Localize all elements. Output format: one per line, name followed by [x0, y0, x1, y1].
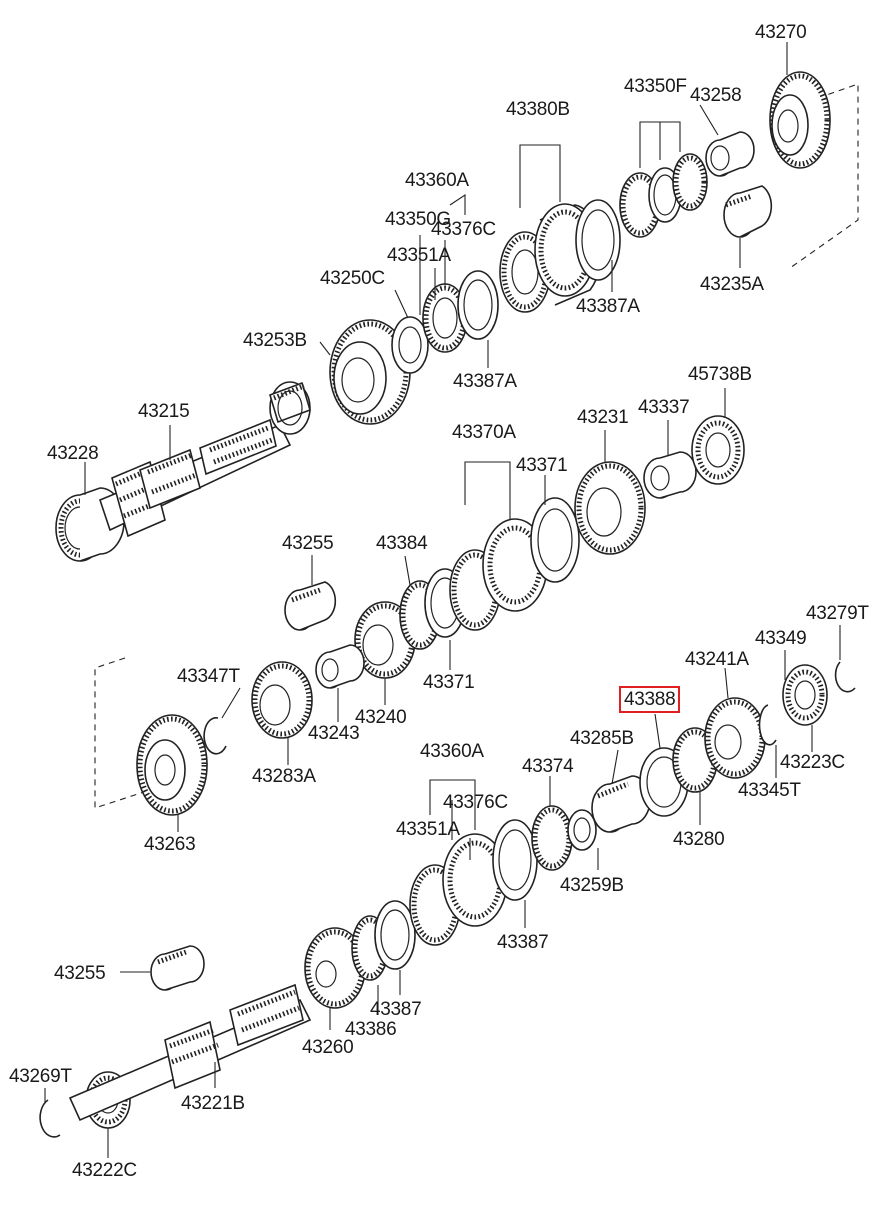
part-label[interactable]: 43250C — [320, 268, 385, 289]
part-label[interactable]: 43255 — [54, 963, 106, 984]
part-label[interactable]: 43269T — [9, 1066, 72, 1087]
gear-43263 — [136, 714, 208, 816]
part-label[interactable]: 43360A — [420, 741, 484, 762]
output-shaft-assembly — [39, 661, 856, 1138]
part-label[interactable]: 43253B — [243, 330, 307, 351]
part-label[interactable]: 43350G — [385, 209, 451, 230]
part-label[interactable]: 43243 — [308, 723, 360, 744]
part-label[interactable]: 43259B — [560, 875, 624, 896]
snap-ring-43345T — [758, 704, 777, 746]
part-label[interactable]: 43228 — [47, 443, 99, 464]
part-label[interactable]: 43215 — [138, 401, 190, 422]
part-label[interactable]: 43221B — [181, 1093, 245, 1114]
part-label[interactable]: 43387A — [453, 371, 517, 392]
collar-43243 — [315, 644, 365, 689]
needle-bearing-43255-lower — [150, 945, 205, 991]
part-label[interactable]: 43387 — [497, 932, 549, 953]
leader-lines — [44, 42, 841, 1158]
snap-ring-43347T — [203, 716, 227, 755]
part-label[interactable]: 43283A — [252, 766, 316, 787]
snap-ring-43279T — [834, 661, 856, 693]
part-label[interactable]: 43255 — [282, 533, 334, 554]
sync-rings-43386-43387 — [351, 900, 416, 981]
part-label[interactable]: 43371 — [423, 672, 475, 693]
gear-43283A — [251, 661, 313, 739]
part-label[interactable]: 43260 — [302, 1037, 354, 1058]
part-label[interactable]: 43376C — [431, 219, 496, 240]
part-label[interactable]: 43374 — [522, 756, 574, 777]
part-label[interactable]: 43376C — [443, 792, 508, 813]
part-label[interactable]: 43280 — [673, 829, 725, 850]
part-label[interactable]: 43222C — [72, 1160, 137, 1181]
part-label[interactable]: 45738B — [688, 364, 752, 385]
snap-ring-43269T — [39, 1099, 61, 1138]
gear-43241A — [704, 697, 766, 779]
part-label[interactable]: 43258 — [690, 85, 742, 106]
highlighted-part-label[interactable]: 43388 — [619, 686, 681, 713]
part-label[interactable]: 43235A — [700, 274, 764, 295]
part-label[interactable]: 43345T — [738, 780, 801, 801]
sync-ring-group-upper — [391, 270, 499, 374]
bearing-43223C — [782, 664, 828, 726]
part-label[interactable]: 43387A — [576, 296, 640, 317]
bush-43259B — [567, 809, 597, 851]
part-label[interactable]: 43351A — [396, 819, 460, 840]
connection-lines — [94, 83, 859, 809]
part-label[interactable]: 43387 — [370, 999, 422, 1020]
part-label[interactable]: 43350F — [624, 76, 687, 97]
needle-bearing-43255-upper — [284, 581, 337, 631]
shaft-43221B — [68, 983, 312, 1122]
spacer-43337 — [643, 451, 697, 499]
part-label[interactable]: 43347T — [177, 666, 240, 687]
middle-shaft-assembly — [136, 415, 745, 816]
needle-bearing-43235A — [723, 185, 773, 238]
part-label[interactable]: 43370A — [452, 422, 516, 443]
needle-bearing-43253B — [269, 381, 311, 435]
bearing-45738B — [691, 415, 745, 485]
part-label[interactable]: 43285B — [570, 728, 634, 749]
sleeve-43380B — [499, 199, 621, 313]
bush-43258 — [705, 131, 755, 177]
part-label[interactable]: 43263 — [144, 834, 196, 855]
sync-ring-43374 — [531, 805, 573, 871]
part-label[interactable]: 43240 — [355, 707, 407, 728]
shaft-43215 — [99, 418, 292, 538]
part-label[interactable]: 43360A — [405, 170, 469, 191]
part-label[interactable]: 43241A — [685, 649, 749, 670]
part-label[interactable]: 43337 — [638, 397, 690, 418]
part-label[interactable]: 43380B — [506, 99, 570, 120]
part-label[interactable]: 43384 — [376, 533, 428, 554]
sleeve-43370A — [449, 497, 580, 631]
part-label[interactable]: 43279T — [806, 603, 869, 624]
part-label[interactable]: 43349 — [755, 628, 807, 649]
part-label[interactable]: 43351A — [387, 245, 451, 266]
gear-43231 — [574, 461, 646, 555]
part-label[interactable]: 43231 — [577, 407, 629, 428]
part-label[interactable]: 43223C — [780, 752, 845, 773]
part-label[interactable]: 43270 — [755, 22, 807, 43]
gear-43270 — [769, 71, 831, 169]
sync-rings-43350F — [619, 153, 708, 238]
part-label[interactable]: 43371 — [516, 455, 568, 476]
sleeve-43360A — [409, 819, 538, 946]
part-label[interactable]: 43386 — [345, 1019, 397, 1040]
input-shaft-assembly — [55, 71, 831, 562]
